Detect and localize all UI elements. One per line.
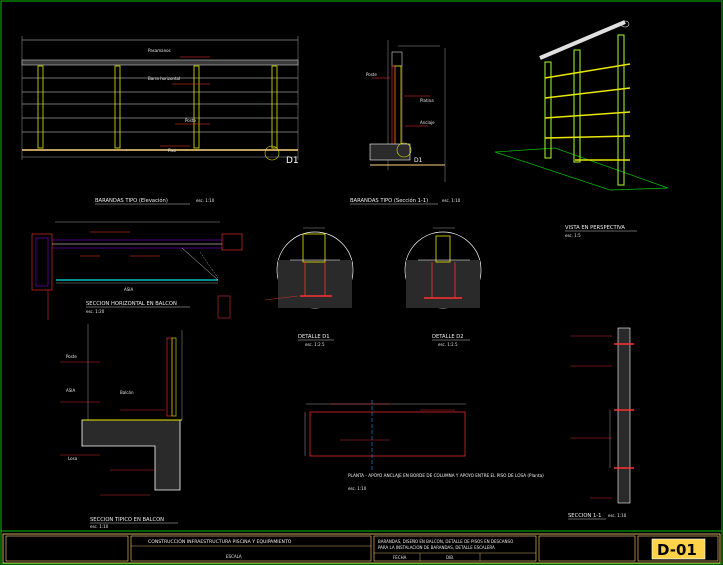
horizontal-caption: SECCION HORIZONTAL EN BALCON (86, 301, 177, 307)
anchor-plan-view (304, 400, 466, 470)
section11-scale: esc. 1:10 (442, 198, 461, 203)
svg-text:Losa: Losa (68, 456, 78, 461)
elevation-detail-tag: D1 (286, 156, 299, 166)
section11-caption: BARANDAS TIPO (Sección 1-1) (350, 197, 428, 204)
detail-d1-scale: esc. 1:2.5 (305, 342, 325, 347)
svg-text:Pasamanos: Pasamanos (148, 48, 171, 53)
sheet-field-1: ESCALA (226, 554, 242, 559)
detail-d2-caption: DETALLE D2 (432, 334, 464, 340)
svg-text:Barra horizontal: Barra horizontal (148, 76, 180, 81)
sheet-title: CONSTRUCCIÓN INFRAESTRUCTURA PISCINA Y E… (148, 538, 292, 545)
detail-d1-view (264, 227, 354, 309)
balcony-caption: SECCION TIPICO EN BALCON (90, 517, 164, 523)
svg-text:Poste: Poste (185, 118, 196, 123)
svg-text:Poste: Poste (366, 72, 377, 77)
svg-text:Platina: Platina (420, 98, 434, 103)
elevation-scale: esc. 1:10 (196, 198, 215, 203)
svg-text:ASIA: ASIA (66, 388, 75, 393)
title-block (1, 530, 722, 564)
svg-text:Piso: Piso (168, 148, 177, 153)
detail-d2-scale: esc. 1:2.5 (438, 342, 458, 347)
sheet-description-2: PARA LA INSTALACION DE BARANDAS, DETALLE… (378, 545, 495, 550)
sheet-field-2: FECHA (393, 555, 407, 560)
sheet-description-1: BARANDAS, DISEÑO EN BALCON, DETALLE DE P… (378, 539, 513, 544)
horizontal-center-label: ASIA (124, 287, 133, 292)
plan-scale: esc. 1:10 (348, 486, 367, 491)
perspective-caption: VISTA EN PERSPECTIVA (565, 225, 625, 231)
right-section-scale: esc. 1:10 (608, 513, 627, 518)
sheet-code: D-01 (657, 541, 697, 559)
perspective-scale: esc. 1:5 (565, 233, 581, 238)
elevation-caption: BARANDAS TIPO (Elevación) (95, 197, 168, 204)
railing-perspective-view (494, 20, 669, 191)
balcony-section-view: Poste ASIA Balcón Losa (60, 324, 183, 496)
section11-detail-tag: D1 (414, 157, 423, 164)
horizontal-scale: esc. 1:20 (86, 309, 105, 314)
detail-d2-view (404, 227, 482, 309)
sheet-field-3: DIB. (446, 555, 454, 560)
horizontal-section-view (31, 221, 243, 320)
railing-elevation-view: Pasamanos Barra horizontal Poste Piso (21, 36, 299, 161)
right-section-view (570, 327, 634, 504)
right-section-caption: SECCION 1-1 (568, 513, 601, 519)
svg-text:Poste: Poste (66, 354, 77, 359)
detail-d1-caption: DETALLE D1 (298, 334, 330, 340)
svg-text:Anclaje: Anclaje (420, 120, 435, 125)
svg-text:Balcón: Balcón (120, 390, 134, 395)
balcony-scale: esc. 1:10 (90, 524, 109, 529)
railing-section-view: Poste Platina Anclaje (366, 40, 446, 182)
plan-caption: PLANTA - APOYO ANCLAJE EN BORDE DE COLUM… (348, 473, 544, 478)
